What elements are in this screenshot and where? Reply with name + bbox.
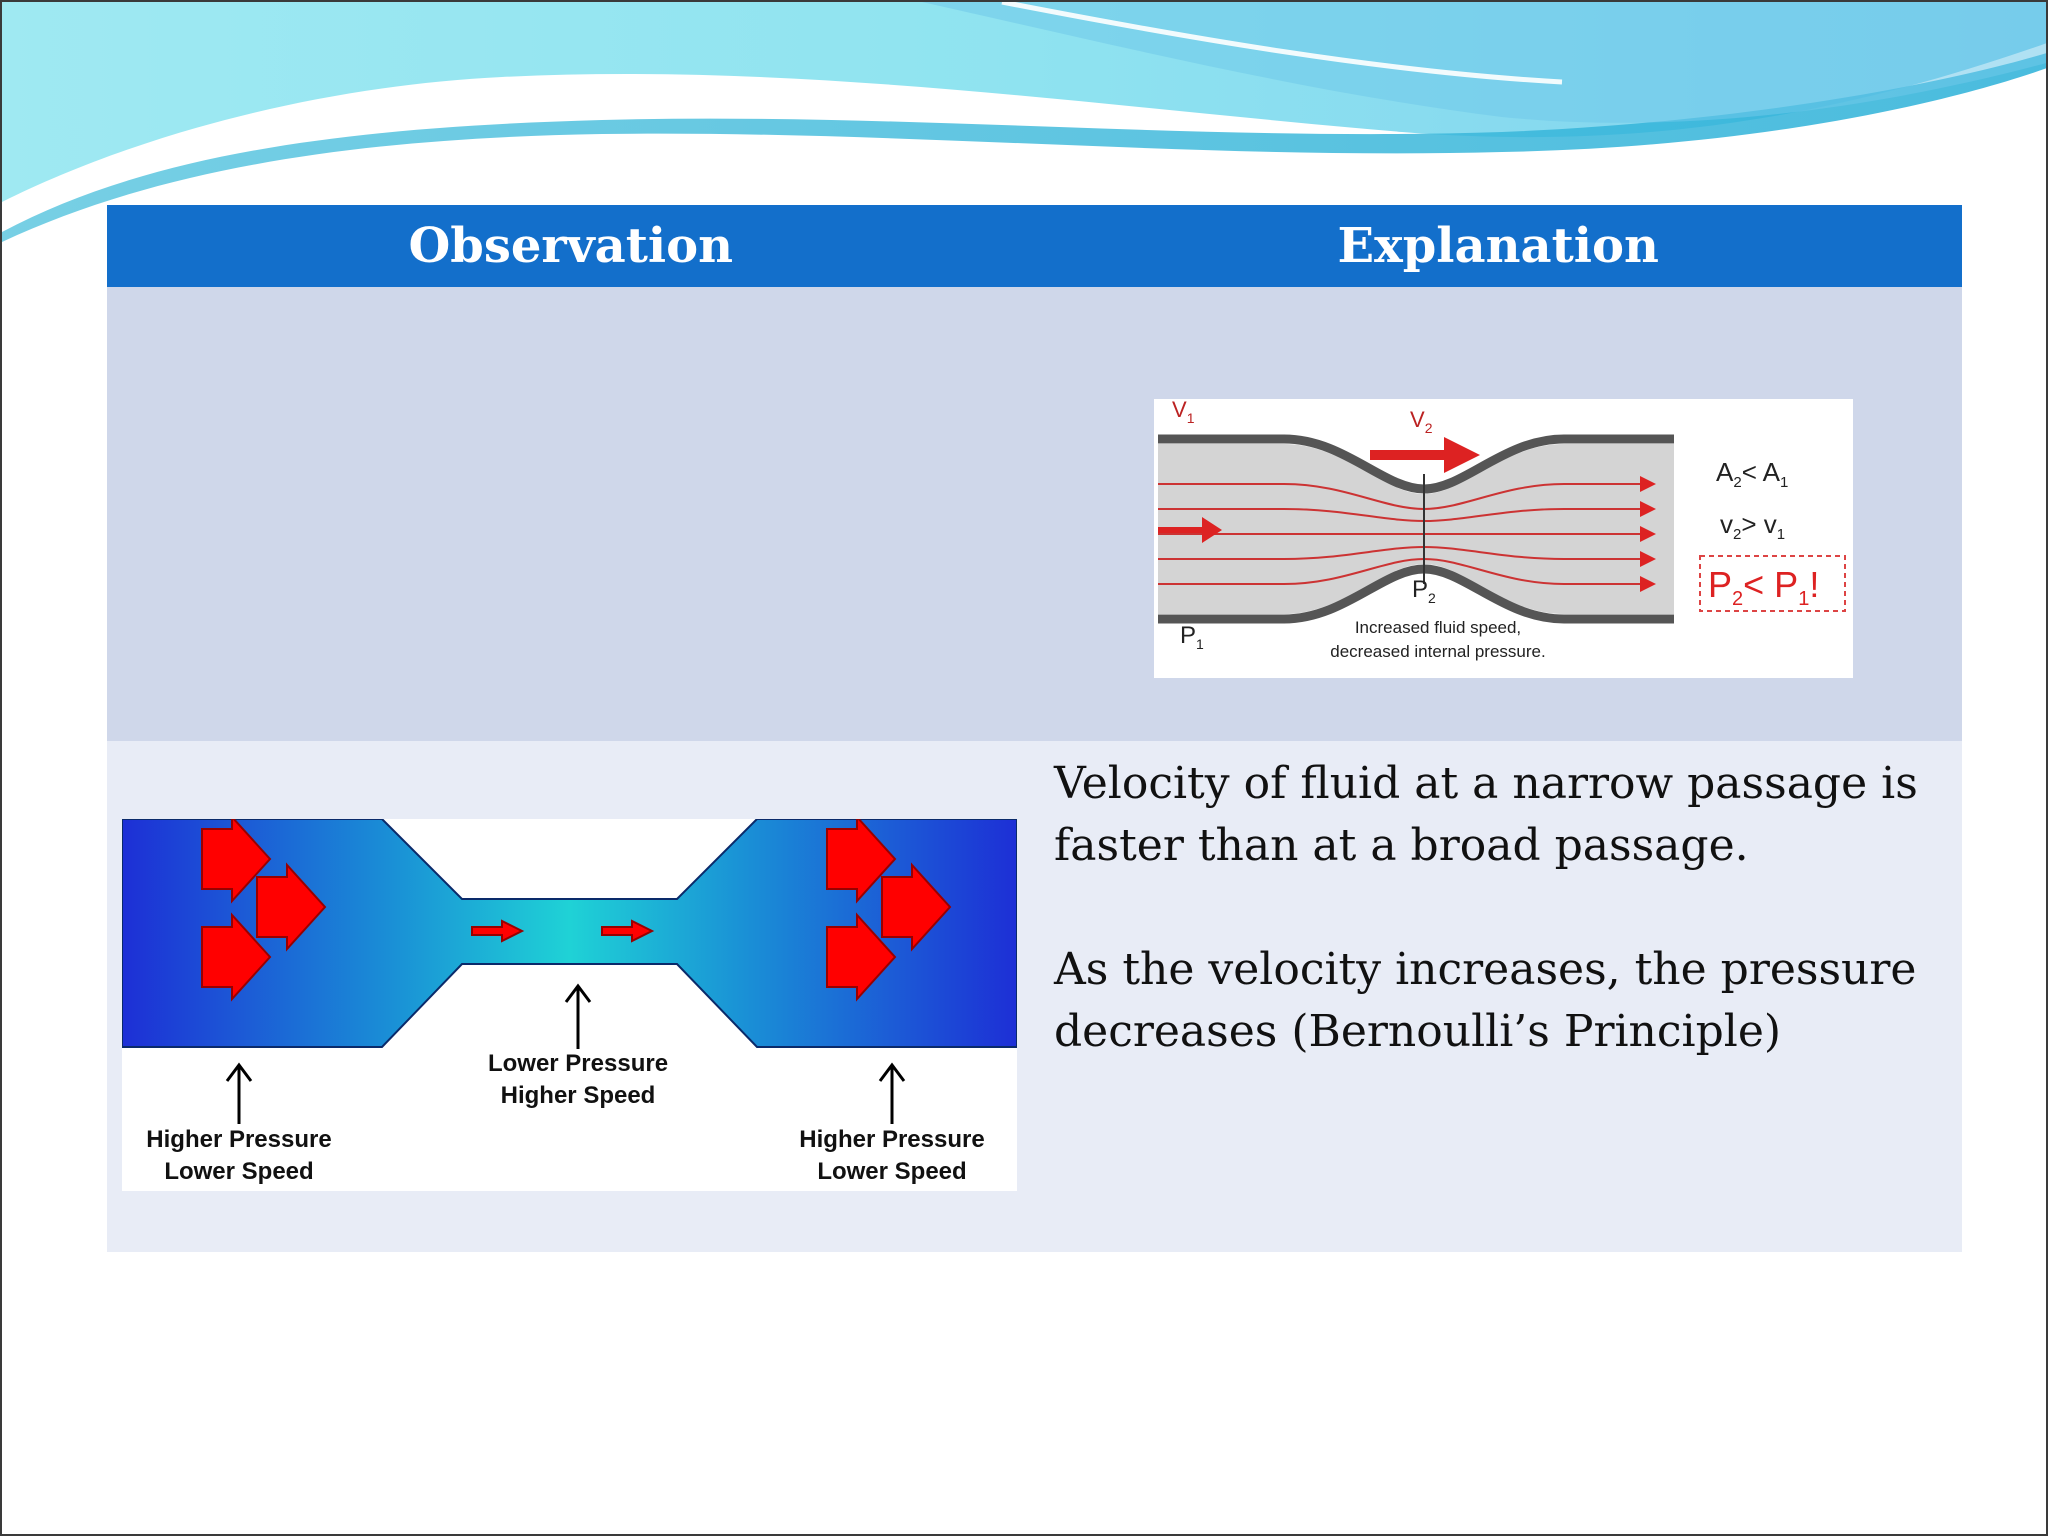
explanation-text: Velocity of fluid at a narrow passage is… [1054,753,1954,1063]
table-row: Higher Pressure Lower Speed Lower Pressu… [107,741,1962,1252]
flow-arrow-center [601,919,655,943]
explanation-paragraph-1: Velocity of fluid at a narrow passage is… [1054,758,1918,871]
left-label-line1: Higher Pressure [146,1126,331,1153]
svg-text:P2: P2 [1412,576,1436,606]
pressure-relation: P2< P1! [1708,564,1819,610]
flow-arrow-right [826,912,897,1002]
flow-arrow-left [201,819,272,904]
center-label-line2: Higher Speed [501,1082,656,1109]
flow-arrow-left [256,862,327,952]
svg-text:V2: V2 [1410,407,1433,436]
velocity-relation: v2> v1 [1720,509,1785,543]
venturi-diagram: V1 V2 P2 P1 Increased fluid speed, decre… [1154,399,1853,678]
header-explanation: Explanation [1337,218,1659,274]
flow-arrow-center [471,919,525,943]
svg-text:V1: V1 [1172,399,1195,426]
v2-arrow [1370,437,1480,473]
table-row: V1 V2 P2 P1 Increased fluid speed, decre… [107,287,1962,741]
area-relation: A2< A1 [1716,457,1788,491]
flow-arrow-left [201,912,272,1002]
right-label-line1: Higher Pressure [799,1126,984,1153]
pointer-arrows [225,983,906,1124]
explanation-paragraph-2: As the velocity increases, the pressure … [1054,944,1917,1057]
banner-waves [2,2,2046,242]
svg-text:P1: P1 [1180,622,1204,652]
header-observation: Observation [408,218,734,274]
center-label-line1: Lower Pressure [488,1050,668,1077]
right-label-line2: Lower Speed [817,1158,966,1185]
venturi-caption-line1: Increased fluid speed, [1355,618,1521,637]
pipe-flow-diagram: Higher Pressure Lower Speed Lower Pressu… [122,819,1017,1191]
pressure-relation-box [1699,555,1846,612]
left-label-line2: Lower Speed [164,1158,313,1185]
inlet-arrow [1158,517,1222,543]
venturi-caption-line2: decreased internal pressure. [1330,642,1545,661]
table-header-row: Observation Explanation [107,205,1962,287]
flow-arrow-right [881,862,952,952]
flow-arrow-right [826,819,897,904]
observation-explanation-table: Observation Explanation [107,205,1962,1252]
